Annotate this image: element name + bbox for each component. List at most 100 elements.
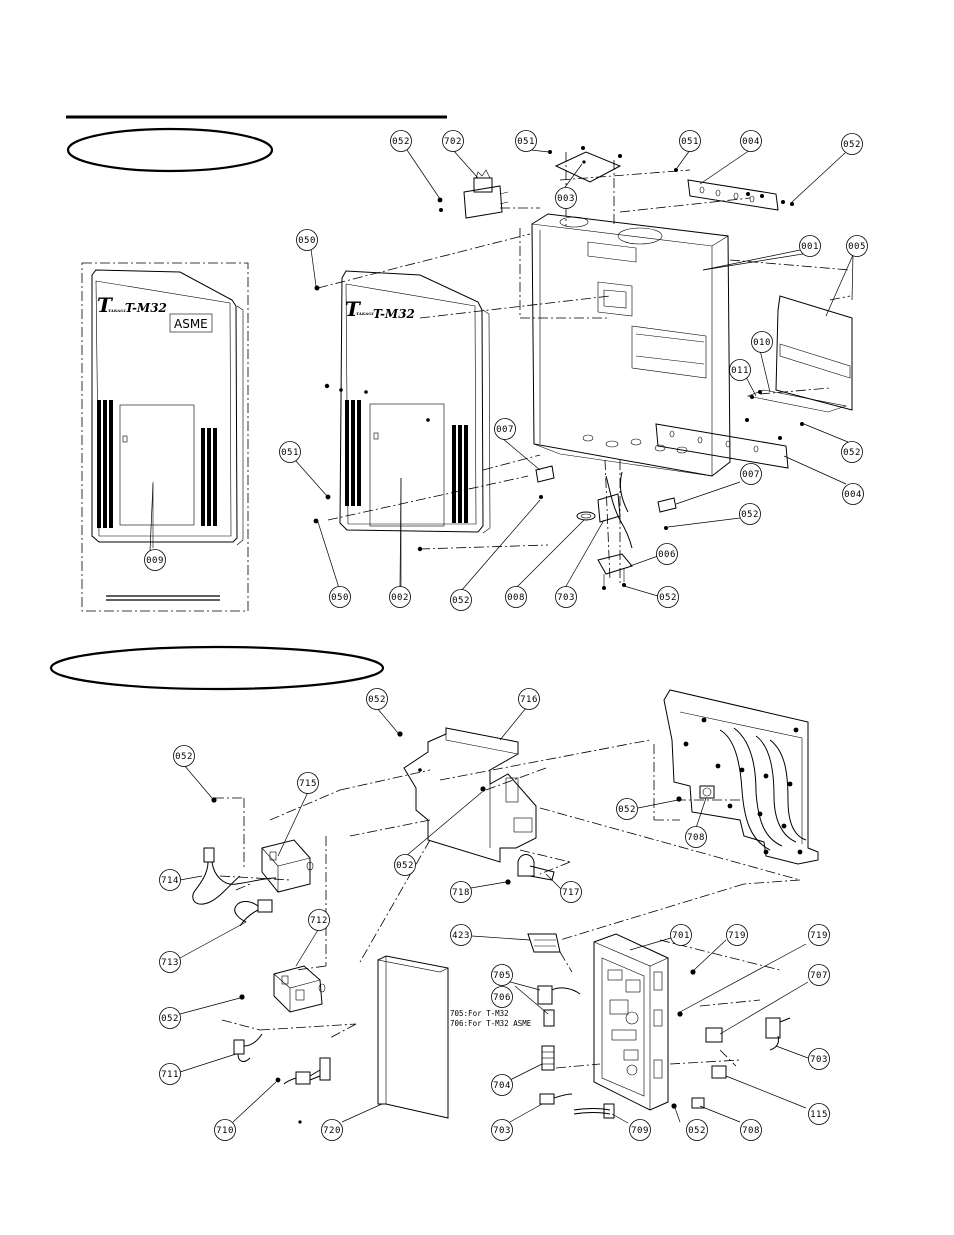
- svg-text:714: 714: [161, 876, 179, 886]
- relay-712: [239, 965, 326, 1013]
- callout-007-b: 007: [740, 463, 762, 485]
- asme-panel-maker: TAKAGI: [108, 308, 126, 313]
- svg-text:052: 052: [843, 448, 861, 458]
- asme-badge-frame: [169, 313, 213, 333]
- svg-text:007: 007: [496, 425, 514, 435]
- callout-052-c: 052: [841, 441, 863, 463]
- svg-text:703: 703: [557, 593, 575, 603]
- callout-710: 710: [214, 1119, 236, 1141]
- sensor-708-lower: [671, 1097, 705, 1109]
- asme-panel-louvers-right: [201, 428, 217, 526]
- callout-052-g: 052: [366, 688, 388, 710]
- svg-text:004: 004: [742, 137, 760, 147]
- svg-text:719: 719: [728, 931, 746, 941]
- callout-052-i: 052: [616, 798, 638, 820]
- svg-text:708: 708: [742, 1126, 760, 1136]
- svg-text:705: 705: [493, 971, 511, 981]
- mounting-bracket-004-bottom: [655, 418, 804, 469]
- svg-text:717: 717: [562, 888, 580, 898]
- front-cover-louvers-left: [345, 400, 361, 506]
- insulation-panel-720: [377, 955, 449, 1119]
- callout-717: 717: [560, 881, 582, 903]
- svg-text:708: 708: [687, 833, 705, 843]
- callout-011: 011: [729, 359, 751, 381]
- callout-050-b: 050: [329, 586, 351, 608]
- svg-text:052: 052: [618, 805, 636, 815]
- callout-704: 704: [491, 1074, 513, 1096]
- callout-051-a: 051: [515, 130, 537, 152]
- svg-text:052: 052: [161, 1014, 179, 1024]
- callout-008: 008: [505, 586, 527, 608]
- callout-004-a: 004: [740, 130, 762, 152]
- svg-text:010: 010: [753, 338, 771, 348]
- callout-708-b: 708: [740, 1119, 762, 1141]
- callout-052-j: 052: [394, 854, 416, 876]
- wire-harness-714: [192, 847, 277, 905]
- callout-711: 711: [159, 1063, 181, 1085]
- callout-052-f: 052: [657, 586, 679, 608]
- callout-051-b: 051: [679, 130, 701, 152]
- svg-text:701: 701: [672, 931, 690, 941]
- callout-716: 716: [518, 688, 540, 710]
- callout-719-b: 719: [808, 924, 830, 946]
- svg-text:052: 052: [396, 861, 414, 871]
- svg-text:715: 715: [299, 779, 317, 789]
- callout-423: 423: [450, 924, 472, 946]
- callout-052-l: 052: [686, 1119, 708, 1141]
- callout-714: 714: [159, 869, 181, 891]
- asme-badge-text: ASME: [174, 317, 208, 331]
- callout-703-c: 703: [491, 1119, 513, 1141]
- mounting-bracket-004-top: [674, 168, 794, 211]
- svg-text:003: 003: [557, 194, 575, 204]
- front-cover-model: T-M32: [373, 307, 415, 321]
- svg-text:709: 709: [631, 1126, 649, 1136]
- callout-003: 003: [555, 187, 577, 209]
- callout-051-c: 051: [279, 441, 301, 463]
- svg-text:711: 711: [161, 1070, 179, 1080]
- callout-706: 706: [491, 986, 513, 1008]
- svg-text:052: 052: [368, 695, 386, 705]
- cover-plate-006: [597, 553, 633, 590]
- section-title-pill-1: [66, 127, 274, 173]
- callout-709: 709: [629, 1119, 651, 1141]
- bracket-010-011: [750, 390, 762, 399]
- callout-705: 705: [491, 964, 513, 986]
- svg-text:706: 706: [493, 993, 511, 1003]
- clip-007-left: [535, 465, 555, 499]
- svg-text:052: 052: [392, 137, 410, 147]
- callout-712: 712: [308, 909, 330, 931]
- callout-703-b: 703: [808, 1048, 830, 1070]
- leader-lines-lower: [179, 707, 809, 1124]
- callout-050-a: 050: [296, 229, 318, 251]
- variant-note-705: 705:For T-M32: [450, 1009, 509, 1018]
- callout-bubbles: 052 702 051 051 004 052 003 050 001 005 …: [144, 130, 868, 1141]
- svg-text:001: 001: [801, 242, 819, 252]
- grommet-008: [576, 511, 596, 521]
- callout-052-a: 052: [390, 130, 412, 152]
- callout-052-h: 052: [173, 745, 195, 767]
- front-cover-louvers-right: [452, 425, 468, 523]
- callout-715: 715: [297, 772, 319, 794]
- burner-assembly-plate: [663, 689, 819, 865]
- section-title-pill-2: [49, 645, 385, 691]
- asme-panel-model: T-M32: [125, 301, 167, 315]
- svg-text:703: 703: [493, 1126, 511, 1136]
- svg-text:703: 703: [810, 1055, 828, 1065]
- svg-text:716: 716: [520, 695, 538, 705]
- callout-006: 006: [656, 543, 678, 565]
- svg-text:710: 710: [216, 1126, 234, 1136]
- callout-703-a: 703: [555, 586, 577, 608]
- callout-010: 010: [751, 331, 773, 353]
- svg-text:002: 002: [391, 593, 409, 603]
- callout-005: 005: [846, 235, 868, 257]
- connector-423: [527, 933, 561, 953]
- variant-note-706: 706:For T-M32 ASME: [450, 1019, 532, 1028]
- harness-704: [541, 1045, 555, 1071]
- svg-text:011: 011: [731, 366, 749, 376]
- svg-text:704: 704: [493, 1081, 511, 1091]
- relay-707: [705, 1017, 791, 1051]
- callout-004-b: 004: [842, 483, 864, 505]
- callout-719-a: 719: [726, 924, 748, 946]
- leader-lines-upper: [149, 149, 854, 597]
